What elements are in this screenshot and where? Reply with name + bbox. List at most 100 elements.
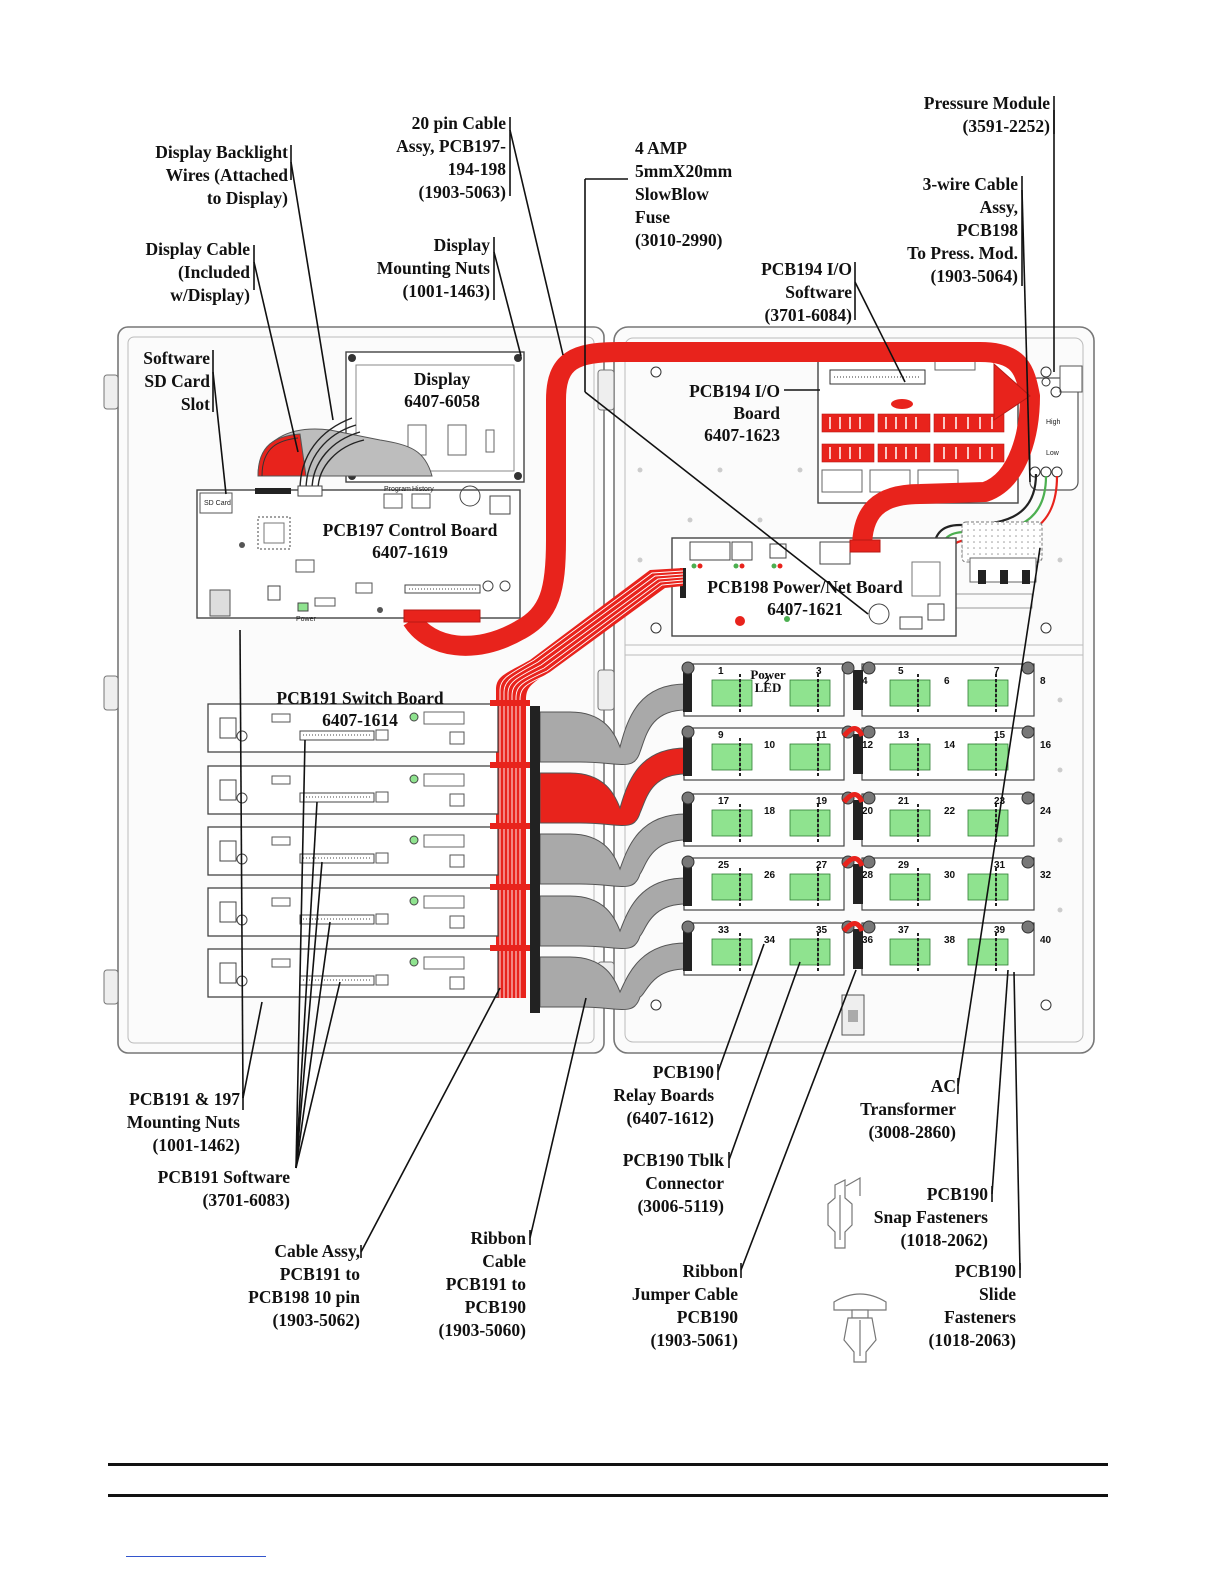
relay-number: 38: [944, 935, 956, 946]
relay-number: 11: [816, 730, 827, 741]
relay-number: 9: [718, 730, 724, 741]
footer-rule-top: [108, 1463, 1108, 1466]
label-software-sd: Software SD Card Slot: [143, 348, 210, 414]
label-pressure-module: Pressure Module (3591-2252): [923, 93, 1050, 136]
label-display-nuts: Display Mounting Nuts (1001-1463): [376, 235, 490, 301]
label-power-led: Power LED: [750, 667, 786, 695]
footer-link-underline: [126, 1556, 266, 1557]
relay-number: 32: [1040, 870, 1052, 881]
relay-number: 18: [764, 806, 776, 817]
label-display-board: Display 6407-6058: [404, 369, 480, 411]
sd-card-label: SD Card: [204, 500, 231, 507]
cable-191-198: [496, 568, 684, 998]
ac-transformer: [951, 521, 1043, 609]
label-pcb194: PCB194 I/O Board 6407-1623: [689, 381, 780, 445]
slide-fastener-icon: [833, 1293, 887, 1363]
relay-number: 4: [862, 676, 868, 687]
ribbon-connector-1: [530, 706, 540, 768]
relay-row-1: 1 2 3 4 5 6 7 8: [681, 661, 1046, 717]
pcb194-io-board: [817, 354, 1019, 504]
label-snap-fasteners: PCB190 Snap Fasteners (1018-2062): [873, 1184, 988, 1250]
pcb191-board-4: [207, 884, 530, 937]
relay-number: 13: [898, 730, 910, 741]
leader-lines: [212, 96, 1055, 1278]
label-pcb191-software: PCB191 Software (3701-6083): [157, 1167, 290, 1210]
relay-number: 2: [764, 676, 770, 687]
label-pcb190-tblk: PCB190 Tblk Connector (3006-5119): [622, 1150, 724, 1216]
relay-number: 35: [816, 925, 828, 936]
label-pcb191-197-nuts: PCB191 & 197 Mounting Nuts (1001-1462): [126, 1089, 240, 1155]
program-label: Program: [384, 486, 411, 493]
pressure-high-label: High: [1046, 419, 1061, 426]
power-label: Power: [296, 616, 317, 623]
relay-number: 22: [944, 806, 956, 817]
label-ac-transformer: AC Transformer (3008-2860): [860, 1076, 956, 1142]
pcb190-relay-boards: 1234567891011121314151617181920212223242…: [681, 661, 1052, 976]
relay-number: 40: [1040, 935, 1052, 946]
relay-number: 30: [944, 870, 956, 881]
relay-number: 19: [816, 796, 828, 807]
label-ribbon-jumper: Ribbon Jumper Cable PCB190 (1903-5061): [631, 1261, 738, 1350]
relay-number: 37: [898, 925, 910, 936]
relay-number: 10: [764, 740, 776, 751]
label-pcb198: PCB198 Power/Net Board 6407-1621: [707, 577, 903, 619]
pcb191-board-2: [207, 762, 530, 815]
relay-number: 31: [994, 860, 1006, 871]
ribbon-connector-4: [530, 890, 540, 952]
relay-number: 15: [994, 730, 1006, 741]
label-cable-191-198: Cable Assy, PCB191 to PCB198 10 pin (190…: [248, 1241, 360, 1330]
label-pcb190-relay: PCB190 Relay Boards (6407-1612): [613, 1062, 714, 1128]
label-ribbon-191-190: Ribbon Cable PCB191 to PCB190 (1903-5060…: [438, 1228, 526, 1340]
label-cable-20pin: 20 pin Cable Assy, PCB197- 194-198 (1903…: [396, 113, 506, 202]
relay-number: 16: [1040, 740, 1052, 751]
relay-number: 24: [1040, 806, 1052, 817]
relay-number: 14: [944, 740, 956, 751]
label-fuse: 4 AMP 5mmX20mm SlowBlow Fuse (3010-2990): [635, 138, 733, 250]
pcb191-board-3: [207, 823, 530, 876]
pressure-low-label: Low: [1046, 450, 1060, 457]
pcb197-control-board: SD Card Program History Power: [196, 485, 521, 623]
relay-number: 20: [862, 806, 874, 817]
ribbon-connector-3: [530, 828, 540, 890]
relay-number: 33: [718, 925, 730, 936]
pcb191-board-1: [207, 700, 530, 753]
relay-number: 36: [862, 935, 874, 946]
relay-number: 25: [718, 860, 730, 871]
relay-number: 5: [898, 666, 904, 677]
label-slide-fasteners: PCB190 Slide Fasteners (1018-2063): [928, 1261, 1016, 1350]
pcb198-power-board: [671, 537, 957, 637]
relay-number: 12: [862, 740, 874, 751]
ribbon-connector-2: [530, 767, 540, 829]
relay-number: 28: [862, 870, 874, 881]
relay-number: 17: [718, 796, 730, 807]
label-pcb191: PCB191 Switch Board 6407-1614: [276, 688, 444, 730]
relay-number: 29: [898, 860, 910, 871]
relay-number: 27: [816, 860, 828, 871]
relay-number: 21: [898, 796, 910, 807]
label-display-cable: Display Cable (Included w/Display): [145, 239, 250, 305]
relay-row-3: 17 18 19 20 21 22 23 24: [681, 791, 1052, 847]
relay-number: 6: [944, 676, 950, 687]
label-pcb194-software: PCB194 I/O Software (3701-6084): [761, 259, 852, 325]
snap-fastener-icon: [827, 1176, 861, 1249]
history-label: History: [412, 486, 434, 493]
relay-number: 23: [994, 796, 1006, 807]
relay-number: 1: [718, 666, 724, 677]
backlight-wires: [299, 417, 365, 491]
relay-number: 8: [1040, 676, 1046, 687]
label-3wire-cable: 3-wire Cable Assy, PCB198 To Press. Mod.…: [907, 174, 1018, 286]
relay-row-2: 9 10 11 12 13 14 15 16: [681, 725, 1052, 781]
relay-row-4: 25 26 27 28 29 30 31 32: [681, 855, 1052, 911]
relay-number: 26: [764, 870, 776, 881]
relay-number: 7: [994, 666, 1000, 677]
pcb191-board-5: [207, 945, 530, 998]
relay-number: 3: [816, 666, 822, 677]
pcb191-switch-boards: [207, 700, 530, 998]
label-pcb197: PCB197 Control Board 6407-1619: [322, 520, 498, 562]
relay-number: 34: [764, 935, 776, 946]
footer-rule-bottom: [108, 1494, 1108, 1497]
ribbon-connector-5: [530, 951, 540, 1013]
pressure-module: High Low: [1029, 365, 1083, 491]
